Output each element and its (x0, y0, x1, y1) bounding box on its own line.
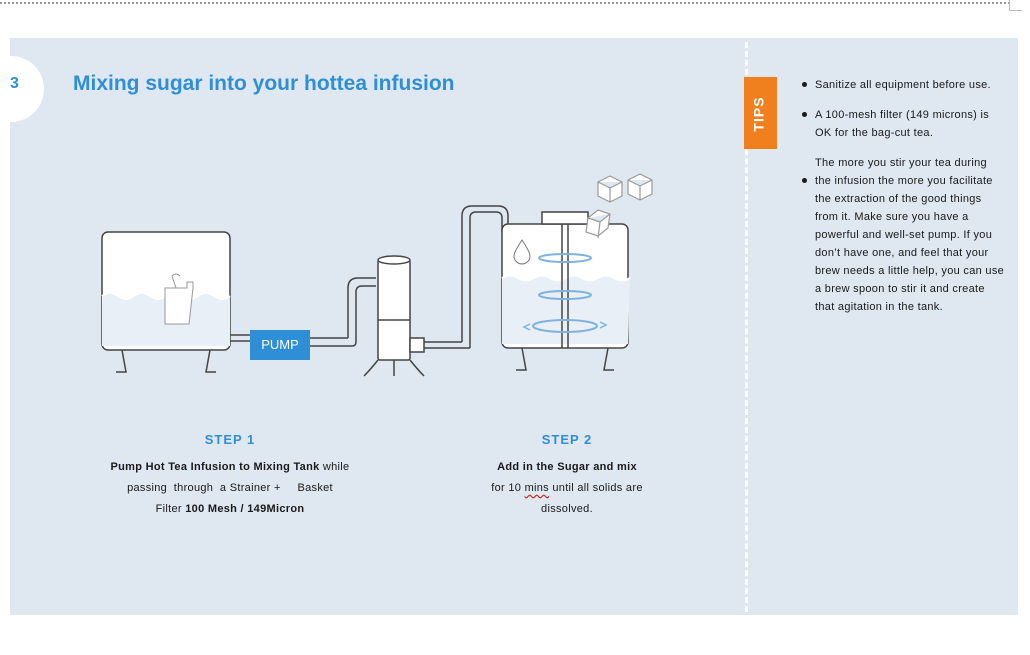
tip-text: Sanitize all equipment before use. (815, 79, 991, 91)
tips-badge-label: TIPS (750, 96, 767, 132)
tip-text: A 100-mesh filter (149 microns) is OK fo… (815, 109, 990, 139)
sugar-cubes-icon (585, 173, 653, 239)
step-1-label: STEP 1 (204, 432, 256, 447)
water-drop-icon (513, 239, 531, 265)
column-divider (745, 42, 751, 612)
step-2-line-2: for 10 mins until all solids are (417, 478, 717, 499)
tip-text: The more you stir your tea during the in… (815, 157, 1005, 313)
pump-pipe-2 (409, 205, 509, 353)
bullet-icon (802, 82, 807, 87)
pump-pipe-1 (230, 277, 376, 347)
step-1-line-1: Pump Hot Tea Infusion to Mixing Tank whi… (80, 457, 380, 478)
step-1-line-2: passing through a Strainer + Basket (127, 482, 333, 494)
step-2-line-3: dissolved. (541, 503, 593, 515)
step-2-line-1: Add in the Sugar and mix (417, 457, 717, 478)
step-1-line-3: Filter 100 Mesh / 149Micron (80, 499, 380, 520)
pump-box (250, 330, 310, 360)
spellcheck-flag: mins (524, 482, 549, 494)
tea-bag-icon (164, 273, 194, 325)
top-dotted-border (0, 2, 1010, 6)
page-corner-mark (1009, 0, 1022, 11)
bullet-icon (802, 112, 807, 117)
tip-item: The more you stir your tea during the in… (800, 154, 1005, 316)
step-2-label: STEP 2 (541, 432, 593, 447)
step-1-line-3-bold: 100 Mesh / 149Micron (185, 503, 305, 515)
step-1-description: Pump Hot Tea Infusion to Mixing Tank whi… (80, 457, 380, 520)
pump-label: PUMP (261, 337, 299, 352)
step-2-line-2-suffix: until all solids are (549, 482, 643, 494)
brew-tank-icon (101, 231, 231, 373)
step-1-bold-text: Pump Hot Tea Infusion to Mixing Tank (110, 461, 320, 473)
process-diagram (101, 173, 653, 377)
bullet-icon (802, 178, 807, 183)
step-1-text-a: while (319, 461, 350, 473)
mixing-tank-icon (501, 211, 631, 371)
tips-list: Sanitize all equipment before use. A 100… (800, 76, 1005, 328)
step-1-line-3-prefix: Filter (155, 503, 186, 515)
step-2-description: Add in the Sugar and mix for 10 mins unt… (417, 457, 717, 520)
section-number: 3 (10, 75, 19, 92)
strainer-filter-icon (363, 255, 425, 377)
page-title: Mixing sugar into your hottea infusion (73, 72, 455, 95)
tips-badge (744, 77, 777, 149)
step-2-bold-text: Add in the Sugar and mix (497, 461, 637, 473)
step-2-line-2-prefix: for 10 (491, 482, 525, 494)
tip-item: A 100-mesh filter (149 microns) is OK fo… (800, 106, 1005, 142)
tip-item: Sanitize all equipment before use. (800, 76, 1005, 94)
